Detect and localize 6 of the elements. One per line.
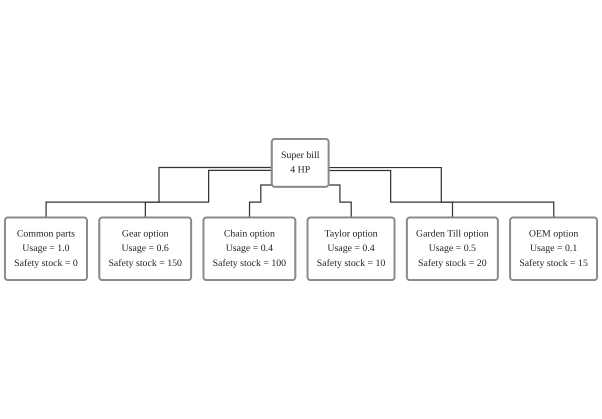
connector [328,184,352,218]
connector [328,166,555,218]
connector [328,170,454,218]
connector [144,170,272,218]
connector [248,184,272,218]
connector [45,166,272,218]
